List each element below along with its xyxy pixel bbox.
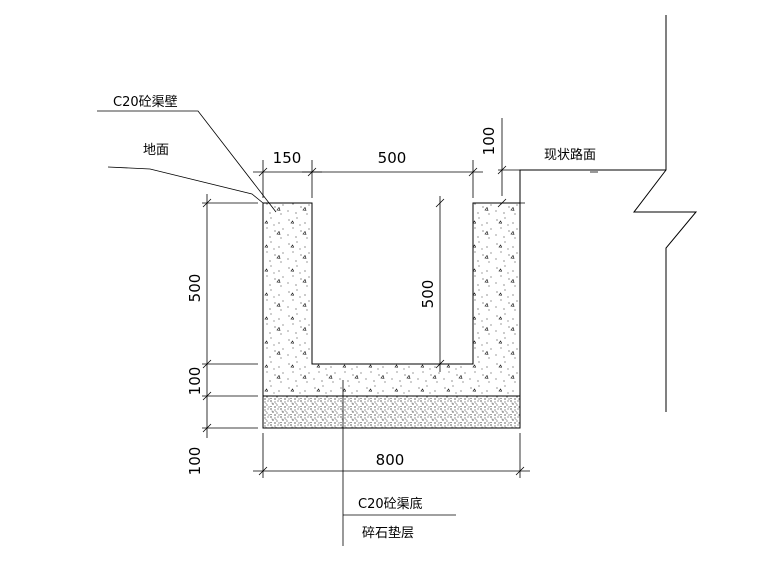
- label-gravel-layer: 碎石垫层: [362, 525, 414, 541]
- dim-bottom-thickness-100: 100: [186, 367, 204, 396]
- dim-inner-height-500: 500: [419, 280, 437, 309]
- concrete-channel-body: [262, 202, 521, 397]
- dim-cushion-thickness-100: 100: [186, 447, 204, 476]
- road-step-dimension-lines: [497, 118, 525, 208]
- leader-channel-wall: [97, 110, 277, 213]
- dim-wall-thickness-150: 150: [273, 149, 302, 167]
- leader-bottom-layers: [342, 380, 456, 546]
- label-ground: 地面: [143, 143, 169, 158]
- dim-total-width-800: 800: [376, 451, 405, 469]
- dim-wall-height-500: 500: [186, 274, 204, 303]
- label-existing-road: 现状路面: [544, 147, 596, 163]
- label-channel-bottom: C20砼渠底: [358, 496, 423, 512]
- left-dimension-lines: [202, 194, 258, 438]
- inner-dimension-lines: [435, 196, 445, 372]
- dim-inner-width-500: 500: [378, 149, 407, 167]
- dim-road-step-100: 100: [480, 127, 498, 156]
- gravel-cushion-layer: [262, 395, 521, 429]
- top-dimension-lines: [253, 160, 483, 198]
- break-line: [632, 15, 698, 412]
- label-channel-wall: C20砼渠壁: [113, 95, 178, 110]
- bottom-dimension-lines: [253, 433, 530, 478]
- leader-ground: [107, 166, 264, 204]
